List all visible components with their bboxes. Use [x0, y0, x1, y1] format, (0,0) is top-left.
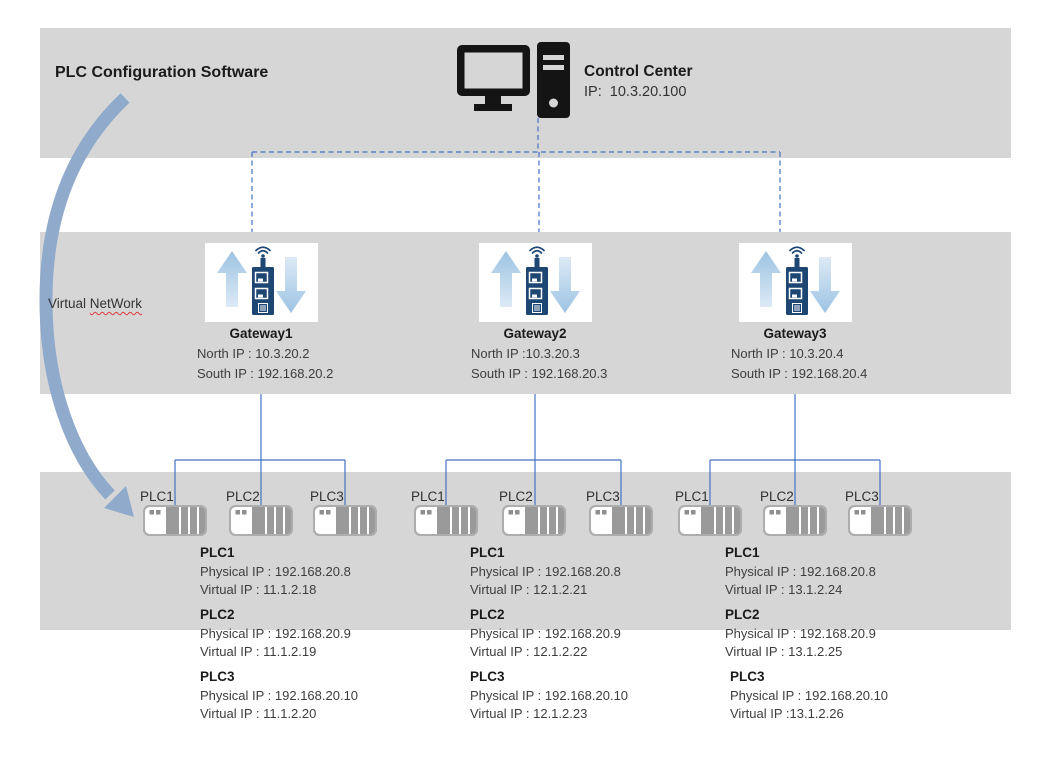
plc-info-group-1: PLC1 Physical IP : 192.168.20.8 Virtual …	[200, 545, 430, 731]
plc-entry-name: PLC1	[200, 545, 235, 560]
plc-device-label: PLC2	[226, 489, 260, 504]
plc-physical-ip: Physical IP : 192.168.20.10	[200, 688, 359, 703]
plc-device-label: PLC3	[586, 489, 620, 504]
plc-rack-icon	[502, 505, 566, 536]
plc-entry-name: PLC3	[200, 669, 235, 684]
plc-entry-name: PLC2	[470, 607, 505, 622]
plc-entry: PLC2 Physical IP : 192.168.20.9 Virtual …	[470, 607, 700, 661]
wireless-gateway-icon	[205, 243, 318, 322]
plc-device-label: PLC1	[675, 489, 709, 504]
plc-entry-name: PLC1	[470, 545, 505, 560]
virtual-network-label-part2: NetWork	[89, 296, 143, 311]
plc-rack-icon	[143, 505, 207, 536]
plc-virtual-ip: Virtual IP : 11.1.2.20	[200, 706, 317, 721]
plc-entry: PLC1 Physical IP : 192.168.20.8 Virtual …	[200, 545, 430, 599]
gateway-name: Gateway2	[503, 326, 567, 341]
plc-entry: PLC3 Physical IP : 192.168.20.10 Virtual…	[470, 669, 700, 723]
band-plc-layer	[40, 472, 1011, 630]
plc-virtual-ip: Virtual IP : 12.1.2.22	[470, 644, 588, 659]
plc-entry: PLC3 Physical IP : 192.168.20.10 Virtual…	[200, 669, 430, 723]
plc-device-label: PLC3	[310, 489, 344, 504]
plc-device-label: PLC3	[845, 489, 879, 504]
plc-rack-icon	[313, 505, 377, 536]
plc-physical-ip: Physical IP : 192.168.20.9	[200, 626, 351, 641]
plc-info-group-2: PLC1 Physical IP : 192.168.20.8 Virtual …	[470, 545, 700, 731]
gateway-north-ip: North IP : 10.3.20.4	[731, 346, 844, 361]
plc-entry-name: PLC2	[200, 607, 235, 622]
gateway2-node: Gateway2 North IP :10.3.20.3 South IP : …	[455, 324, 615, 384]
plc-entry: PLC2 Physical IP : 192.168.20.9 Virtual …	[200, 607, 430, 661]
plc-physical-ip: Physical IP : 192.168.20.9	[470, 626, 621, 641]
plc-device-label: PLC2	[760, 489, 794, 504]
plc-virtual-ip: Virtual IP :13.1.2.26	[730, 706, 844, 721]
gateway-name: Gateway3	[763, 326, 827, 341]
gateway-north-ip: North IP :10.3.20.3	[471, 346, 580, 361]
plc-virtual-ip: Virtual IP : 12.1.2.21	[470, 582, 588, 597]
plc-rack-icon	[678, 505, 742, 536]
plc-device-label: PLC2	[499, 489, 533, 504]
plc-rack-icon	[414, 505, 478, 536]
plc-physical-ip: Physical IP : 192.168.20.10	[730, 688, 889, 703]
gateway3-node: Gateway3 North IP : 10.3.20.4 South IP :…	[715, 324, 875, 384]
plc-physical-ip: Physical IP : 192.168.20.8	[200, 564, 351, 579]
plc-physical-ip: Physical IP : 192.168.20.8	[470, 564, 621, 579]
plc-rack-icon	[763, 505, 827, 536]
virtual-network-label: Virtual NetWork	[48, 296, 142, 311]
control-center-title: Control Center	[584, 63, 693, 80]
plc-configuration-software-label: PLC Configuration Software	[55, 64, 269, 81]
plc-rack-icon	[589, 505, 653, 536]
gateway-south-ip: South IP : 192.168.20.3	[471, 366, 608, 381]
plc-entry: PLC1 Physical IP : 192.168.20.8 Virtual …	[725, 545, 955, 599]
plc-entry: PLC3 Physical IP : 192.168.20.10 Virtual…	[725, 669, 955, 723]
plc-virtual-ip: Virtual IP : 13.1.2.25	[725, 644, 843, 659]
plc-device-label: PLC1	[411, 489, 445, 504]
plc-virtual-ip: Virtual IP : 12.1.2.23	[470, 706, 588, 721]
plc-entry: PLC2 Physical IP : 192.168.20.9 Virtual …	[725, 607, 955, 661]
plc-device-label: PLC1	[140, 489, 174, 504]
gateway1-node: Gateway1 North IP : 10.3.20.2 South IP :…	[181, 324, 341, 384]
plc-entry-name: PLC2	[725, 607, 760, 622]
plc-entry-name: PLC3	[730, 669, 765, 684]
gateway-south-ip: South IP : 192.168.20.2	[197, 366, 334, 381]
wireless-gateway-icon	[479, 243, 592, 322]
wireless-gateway-icon	[739, 243, 852, 322]
desktop-computer-icon	[457, 42, 570, 118]
plc-virtual-ip: Virtual IP : 11.1.2.18	[200, 582, 317, 597]
plc-physical-ip: Physical IP : 192.168.20.8	[725, 564, 876, 579]
plc-physical-ip: Physical IP : 192.168.20.10	[470, 688, 629, 703]
gateway-name: Gateway1	[229, 326, 293, 341]
control-center-ip: IP: 10.3.20.100	[584, 84, 687, 100]
virtual-network-label-part1: Virtual	[48, 296, 90, 311]
plc-rack-icon	[848, 505, 912, 536]
plc-rack-icon	[229, 505, 293, 536]
plc-entry-name: PLC3	[470, 669, 505, 684]
plc-virtual-ip: Virtual IP : 11.1.2.19	[200, 644, 317, 659]
plc-entry: PLC1 Physical IP : 192.168.20.8 Virtual …	[470, 545, 700, 599]
plc-entry-name: PLC1	[725, 545, 760, 560]
gateway-north-ip: North IP : 10.3.20.2	[197, 346, 310, 361]
plc-virtual-ip: Virtual IP : 13.1.2.24	[725, 582, 843, 597]
plc-physical-ip: Physical IP : 192.168.20.9	[725, 626, 876, 641]
gateway-south-ip: South IP : 192.168.20.4	[731, 366, 868, 381]
control-center: Control Center IP: 10.3.20.100	[584, 62, 693, 102]
plc-info-group-3: PLC1 Physical IP : 192.168.20.8 Virtual …	[725, 545, 955, 731]
